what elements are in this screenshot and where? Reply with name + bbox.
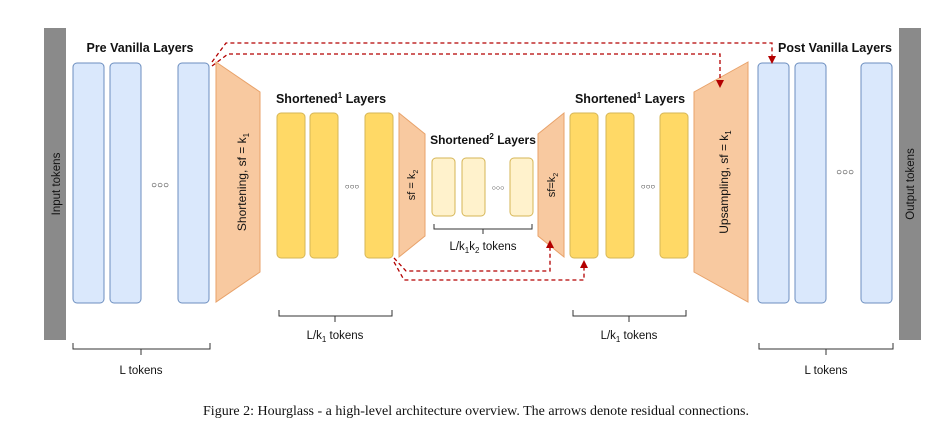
- output-tokens-bar: [899, 28, 921, 340]
- L-tokens-left-label: L tokens: [119, 365, 162, 377]
- shortened1-left-heading: Shortened1 Layers: [276, 91, 386, 106]
- residual-arrow-mid: [211, 53, 724, 88]
- residual-arrow-inner-2: [393, 260, 588, 281]
- Lk1-tokens-left-label: L/k1 tokens: [307, 330, 364, 344]
- pre-vanilla-ellipsis: ○○○: [151, 180, 169, 191]
- input-tokens-bar: [44, 28, 66, 340]
- shortened2-ellipsis: ○○○: [492, 185, 505, 192]
- shortened2-layer-2: [461, 157, 486, 217]
- input-tokens-label: Input tokens: [51, 152, 63, 215]
- pre-vanilla-heading: Pre Vanilla Layers: [86, 41, 193, 55]
- post-vanilla-ellipsis: ○○○: [836, 167, 854, 178]
- brace-Lk1-left: [278, 310, 393, 322]
- shortening-trapezoid: [215, 61, 261, 303]
- output-tokens-label: Output tokens: [905, 148, 917, 220]
- upsampling-trapezoid: [693, 61, 749, 303]
- post-vanilla-layer-1: [757, 62, 790, 304]
- figure-caption: Figure 2: Hourglass - a high-level archi…: [203, 404, 749, 419]
- shortened1-left-ellipsis: ○○○: [345, 182, 360, 191]
- shortened1-right-layer-3: [659, 112, 689, 259]
- shortened1-right-layer-2: [605, 112, 635, 259]
- brace-L-right: [758, 343, 894, 355]
- shortened1-left-layer-1: [276, 112, 306, 259]
- brace-Lk1-right: [572, 310, 687, 322]
- shortened1-right-heading: Shortened1 Layers: [575, 91, 685, 106]
- shortened1-right-ellipsis: ○○○: [641, 182, 656, 191]
- brace-L-left: [72, 343, 211, 355]
- shortened2-layer-3: [509, 157, 534, 217]
- post-vanilla-layer-2: [794, 62, 827, 304]
- pre-vanilla-layer-3: [177, 62, 210, 304]
- post-vanilla-layer-3: [860, 62, 893, 304]
- sf-k2-left-label: sf = k2: [406, 170, 420, 201]
- Lk1k2-tokens-label: L/k1k2 tokens: [449, 241, 516, 255]
- shortened2-layer-1: [431, 157, 456, 217]
- residual-arrow-inner: [393, 240, 554, 272]
- sf-k2-left-trapezoid: [398, 111, 426, 259]
- pre-vanilla-layer-2: [109, 62, 142, 304]
- Lk1-tokens-right-label: L/k1 tokens: [601, 330, 658, 344]
- shortening-label: Shortening, sf = k1: [235, 132, 251, 231]
- L-tokens-right-label: L tokens: [804, 365, 847, 377]
- sf-k2-right-trapezoid: [537, 111, 565, 259]
- sf-k2-right-label: sf=k2: [546, 173, 560, 197]
- brace-Lk1k2: [433, 224, 533, 234]
- shortened1-left-layer-2: [309, 112, 339, 259]
- post-vanilla-heading: Post Vanilla Layers: [778, 41, 892, 55]
- shortened1-right-layer-1: [569, 112, 599, 259]
- residual-arrow-outer: [211, 42, 776, 64]
- pre-vanilla-layer-1: [72, 62, 105, 304]
- shortened1-left-layer-3: [364, 112, 394, 259]
- shortened2-heading: Shortened2 Layers: [430, 132, 536, 147]
- upsampling-label: Upsampling, sf = k1: [717, 130, 733, 234]
